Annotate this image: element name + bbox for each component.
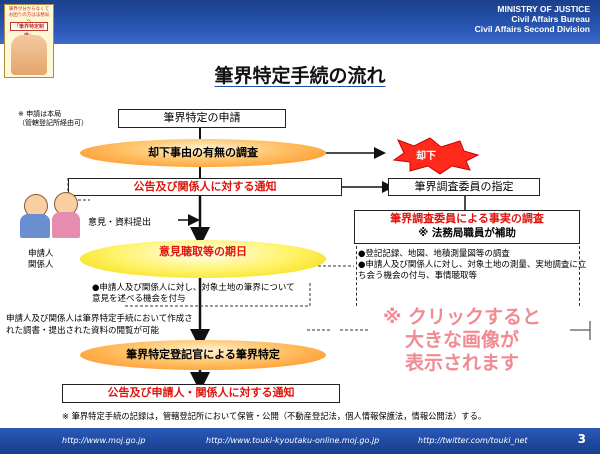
- parties-label-line: 関係人: [28, 260, 54, 270]
- header-band: [0, 0, 600, 44]
- application-box: 筆界特定の申請: [118, 109, 286, 128]
- registrar-decision-ellipse: 筆界特定登記官による筆界特定: [80, 340, 326, 370]
- ministry-line: Civil Affairs Bureau: [511, 14, 590, 24]
- footer-band: [0, 428, 600, 454]
- note-line: （管轄登記所経由可）: [18, 119, 88, 127]
- investigation-items: ●登記記録、地図、地積測量図等の調査 ●申請人及び関係人に対し、対象土地の測量、…: [358, 249, 588, 282]
- hearing-detail: ●申請人及び関係人に対し、対象土地の筆界について意見を述べる機会を付与: [92, 283, 295, 304]
- investigation-item: ●申請人及び関係人に対し、対象土地の測量、実地調査に立ち会う機会の付与、事情聴取…: [358, 260, 587, 281]
- investigation-item: ●登記記録、地図、地積測量図等の調査: [358, 249, 510, 259]
- review-ellipse: 却下事由の有無の調査: [80, 139, 326, 167]
- registrar-decision-label: 筆界特定登記官による筆界特定: [126, 348, 280, 361]
- page-number: 3: [577, 432, 586, 446]
- hearing-ellipse: 意見聴取等の期日: [80, 240, 326, 278]
- thumbnail-caption: 筆界が分からなくてお困りの方は法務局へ: [8, 7, 50, 24]
- opinion-submission-label: 意見・資料提出: [88, 218, 152, 228]
- inspection-note: 申請人及び関係人は筆界特定手続において作成された調書・提出された資料の閲覧が可能: [6, 314, 193, 336]
- person-body: [20, 214, 50, 238]
- ministry-line: Civil Affairs Second Division: [474, 24, 590, 34]
- ministry-text: MINISTRY OF JUSTICE Civil Affairs Bureau…: [475, 4, 590, 34]
- parties-illustration: [20, 190, 80, 240]
- footer-link-online[interactable]: http://www.touki-kyoutaku-online.moj.go.…: [206, 436, 380, 445]
- note-line: ※ 申請は本局: [18, 110, 62, 118]
- person-body: [52, 212, 80, 238]
- click-to-enlarge-notice[interactable]: ※ クリックすると 大きな画像が 表示されます: [362, 306, 562, 375]
- final-notice-box: 公告及び申請人・関係人に対する通知: [62, 384, 340, 403]
- note-top: ※ 申請は本局 （管轄登記所経由可）: [18, 110, 88, 128]
- page-title: 筆界特定手続の流れ: [214, 65, 386, 87]
- promo-line: ※ クリックすると: [382, 306, 542, 328]
- committee-assist-note: ※ 法務局職員が補助: [418, 227, 516, 239]
- investigation-frame: [356, 246, 580, 306]
- promo-line: 大きな画像が: [404, 329, 519, 351]
- rejection-label: 却下: [416, 151, 436, 162]
- ministry-line: MINISTRY OF JUSTICE: [497, 4, 590, 14]
- brochure-thumbnail[interactable]: 筆界が分からなくてお困りの方は法務局へ 「筆界特定制度」: [4, 4, 54, 78]
- public-notice-box: 公告及び関係人に対する通知: [68, 178, 342, 196]
- parties-label-line: 申請人: [28, 249, 54, 259]
- committee-appoint-box: 筆界調査委員の指定: [388, 178, 540, 196]
- committee-investigation-box: 筆界調査委員による事実の調査 ※ 法務局職員が補助: [354, 210, 580, 244]
- rejection-burst: [392, 137, 480, 175]
- committee-investigation-title: 筆界調査委員による事実の調査: [390, 212, 544, 225]
- promo-line: 表示されます: [404, 352, 519, 374]
- thumbnail-illustration: [11, 35, 47, 75]
- hearing-title: 意見聴取等の期日: [159, 245, 247, 258]
- footer-link-moj[interactable]: http://www.moj.go.jp: [62, 436, 146, 445]
- footer-link-twitter[interactable]: http://twitter.com/touki_net: [418, 436, 528, 445]
- footnote: ※ 筆界特定手続の記録は，管轄登記所において保管・公開（不動産登記法，個人情報保…: [62, 411, 487, 421]
- parties-label: 申請人 関係人: [28, 249, 54, 271]
